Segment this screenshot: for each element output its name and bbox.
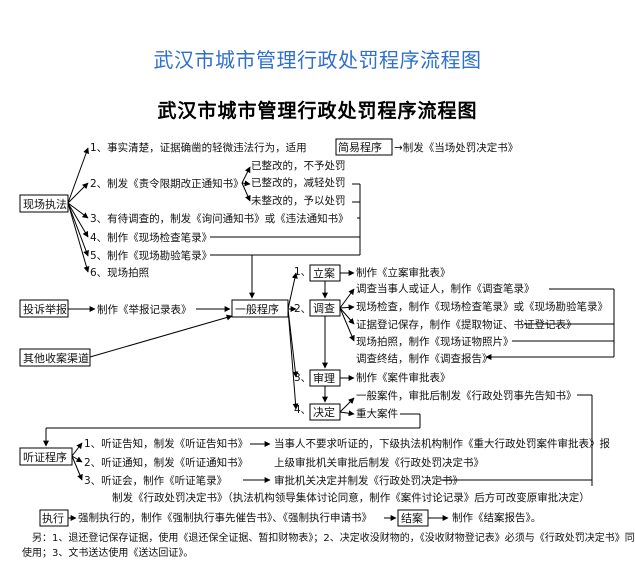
node-jiean: 结案 (401, 511, 423, 525)
node-xianchang: 现场执法 (23, 197, 67, 211)
edge-dc-1 (339, 288, 355, 309)
edge-s2-b (241, 180, 251, 187)
shencha-doc: 制作《案件审批表》 (356, 371, 451, 384)
lian-doc: 制作《立案审批表》 (356, 266, 451, 279)
edge-dc-2 (339, 304, 355, 311)
edge-tz-3 (71, 455, 83, 481)
tingzheng-1-result-2: 上级审批机关审批后制发《行政处罚决定书》 (274, 456, 484, 469)
edge-yb-4 (287, 308, 299, 410)
step-2c: 未整改的，予以处罚 (251, 194, 346, 207)
edge-xc-s6 (67, 202, 90, 273)
node-yiban: 一般程序 (235, 302, 279, 316)
step-5: 5、制作《现场勘验笔录》 (90, 249, 212, 262)
diaocha-4: 现场拍照，制作《现场证物照片》 (356, 335, 514, 348)
num-2: 2、 (294, 303, 311, 315)
jueding-2: 重大案件 (356, 407, 398, 420)
note-line-2: 使用；3、文书送达使用《送达回证》。 (22, 546, 193, 559)
node-lian: 立案 (313, 266, 335, 280)
edge-xc-s3 (67, 202, 89, 219)
edge-jd-2 (339, 410, 355, 417)
edge-dc-3 (339, 307, 355, 325)
edge-xc-s2 (67, 182, 89, 204)
edge-xc-s1 (67, 147, 89, 204)
diaocha-2: 现场检查，制作《现场检查笔录》或《现场勘验笔录》 (356, 300, 608, 313)
page-title: 武汉市城市管理行政处罚程序流程图 (153, 48, 482, 72)
edge-s2-c (241, 182, 251, 202)
node-shencha: 审理 (313, 371, 335, 385)
step-3: 3、有待调查的，制发《询问通知书》或《违法通知书》 (90, 212, 349, 225)
node-qita: 其他收案渠道 (23, 351, 89, 365)
diaocha-3: 证据登记保存，制作《提取物证、书证登记表》 (356, 318, 577, 331)
node-zhixing: 执行 (42, 511, 64, 525)
edge-xc-s4 (67, 202, 89, 238)
tingzheng-3-result: 审批机关决定并制发《行政处罚决定书》 (274, 474, 463, 487)
node-qita-box (19, 348, 91, 367)
step-4: 4、制作《现场检查笔录》 (90, 231, 212, 244)
step-2a: 已整改的，不予处罚 (251, 159, 346, 172)
num-3: 3、 (294, 372, 311, 384)
edge-yb-1 (287, 272, 298, 310)
node-tousu: 投诉举报 (23, 302, 67, 316)
diaocha-1: 调查当事人或证人，制作《调查笔录》 (356, 282, 535, 295)
edge-tz-2 (71, 455, 83, 463)
step-2b: 已整改的，减轻处罚 (251, 176, 346, 189)
diaocha-5: 调查终结，制作《调查报告》 (356, 352, 493, 365)
step-1-result: →制发《当场处罚决定书》 (394, 141, 518, 154)
node-tingzheng: 听证程序 (23, 450, 67, 464)
tingzheng-3: 3、听证会，制作《听证笔录》 (84, 474, 227, 487)
jueding-1: 一般案件，审批后制发《行政处罚事先告知书》 (356, 389, 577, 402)
node-jueding: 决定 (313, 405, 335, 419)
num-1: 1、 (294, 266, 311, 278)
step-1: 1、事实清楚，证据确凿的轻微违法行为，适用 (90, 141, 307, 154)
tingzheng-1: 1、听证告知，制发《听证告知书》 (84, 437, 248, 450)
edge-dc-4 (339, 307, 355, 342)
node-diaocha: 调查 (313, 301, 335, 315)
edge-tz-1 (71, 442, 83, 457)
edge-qita-yiban (89, 314, 233, 358)
tousu-doc: 制作《举报记录表》 (97, 303, 192, 316)
edge-xc-s5 (67, 202, 89, 257)
node-jianyi-box (335, 138, 393, 156)
jueding-final: 制发《行政处罚决定书》（执法机构领导集体讨论同意，制作《案件讨论记录》后方可改变… (112, 491, 590, 504)
step-2: 2、制发《责令限期改正通知书》 (90, 177, 244, 190)
step-6: 6、现场拍照 (90, 266, 150, 279)
note-line-1: 另：1、退还登记保存证据，使用《退还保全证据、暂扣财物表》；2、决定收没财物的，… (32, 531, 635, 544)
edge-jd-1 (339, 397, 355, 413)
edge-s2-a (241, 166, 251, 184)
jiean-doc: 制作《结案报告》。 (452, 511, 541, 524)
chart-title: 武汉市城市管理行政处罚程序流程图 (157, 100, 478, 122)
node-jianyi: 简易程序 (338, 140, 382, 154)
zhixing-doc: 强制执行的，制作《强制执行事先催告书》、《强制执行申请书》 (78, 511, 372, 524)
num-4: 4、 (294, 404, 311, 416)
tingzheng-1-result: 当事人不要求听证的，下级执法机构制作《重大行政处罚案件审批表》报 (274, 437, 610, 450)
tingzheng-2: 2、听证通知，制发《听证通知书》 (84, 456, 248, 469)
